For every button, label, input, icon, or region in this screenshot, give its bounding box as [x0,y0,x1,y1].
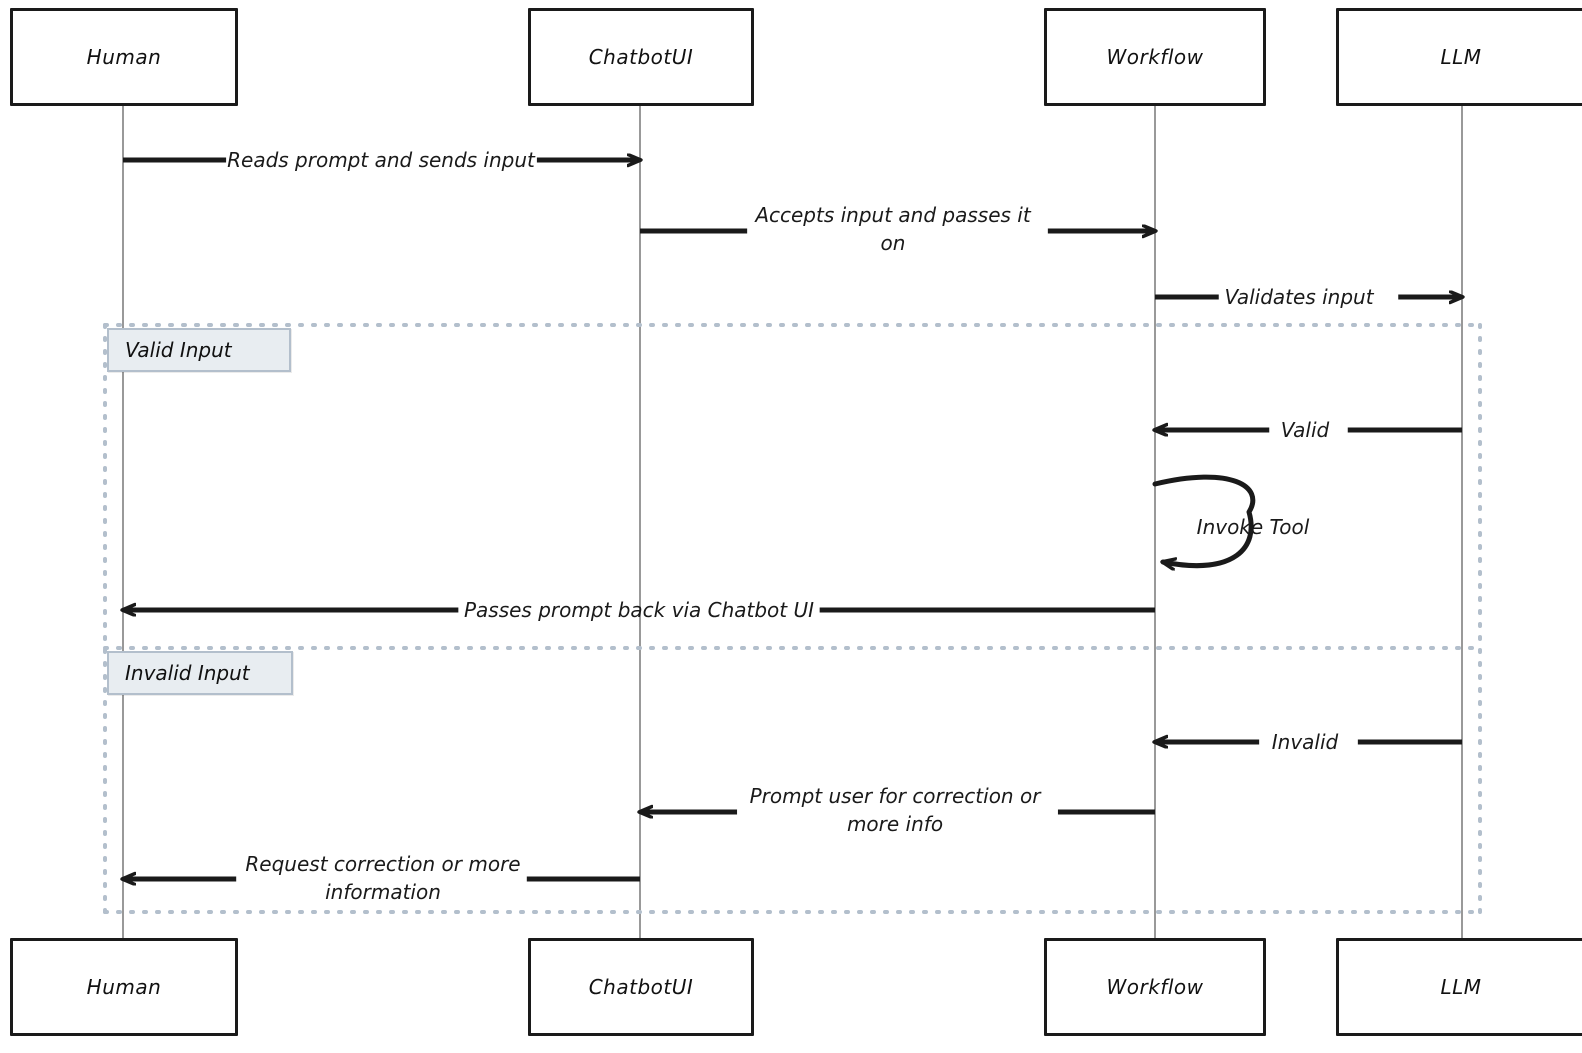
participant-label-chatbotui-bottom: ChatbotUI [588,975,694,999]
alt-section-label-invalid[interactable]: Invalid Input [107,651,293,695]
alt-section-label-invalid-text: Invalid Input [125,661,250,685]
participant-label-human-bottom: Human [86,975,162,999]
alt-frame-group [103,323,1482,914]
participant-box-llm[interactable]: LLM [1336,8,1582,106]
message-arrow-group [123,160,1462,879]
lifeline-group [122,106,1463,938]
participant-box-human[interactable]: Human [10,8,238,106]
participant-box-chatbotui-bottom[interactable]: ChatbotUI [528,938,754,1036]
participant-label-llm: LLM [1440,45,1482,69]
participant-box-chatbotui[interactable]: ChatbotUI [528,8,754,106]
participant-box-workflow-bottom[interactable]: Workflow [1044,938,1266,1036]
participant-box-workflow[interactable]: Workflow [1044,8,1266,106]
participant-label-chatbotui: ChatbotUI [588,45,694,69]
alt-section-label-valid-text: Valid Input [125,338,232,362]
participant-label-llm-bottom: LLM [1440,975,1482,999]
participant-label-human: Human [86,45,162,69]
participant-box-llm-bottom[interactable]: LLM [1336,938,1582,1036]
participant-label-workflow-bottom: Workflow [1106,975,1204,999]
participant-label-workflow: Workflow [1106,45,1204,69]
alt-section-label-valid[interactable]: Valid Input [107,328,291,372]
participant-box-human-bottom[interactable]: Human [10,938,238,1036]
message-arrow-m5 [1155,474,1256,565]
